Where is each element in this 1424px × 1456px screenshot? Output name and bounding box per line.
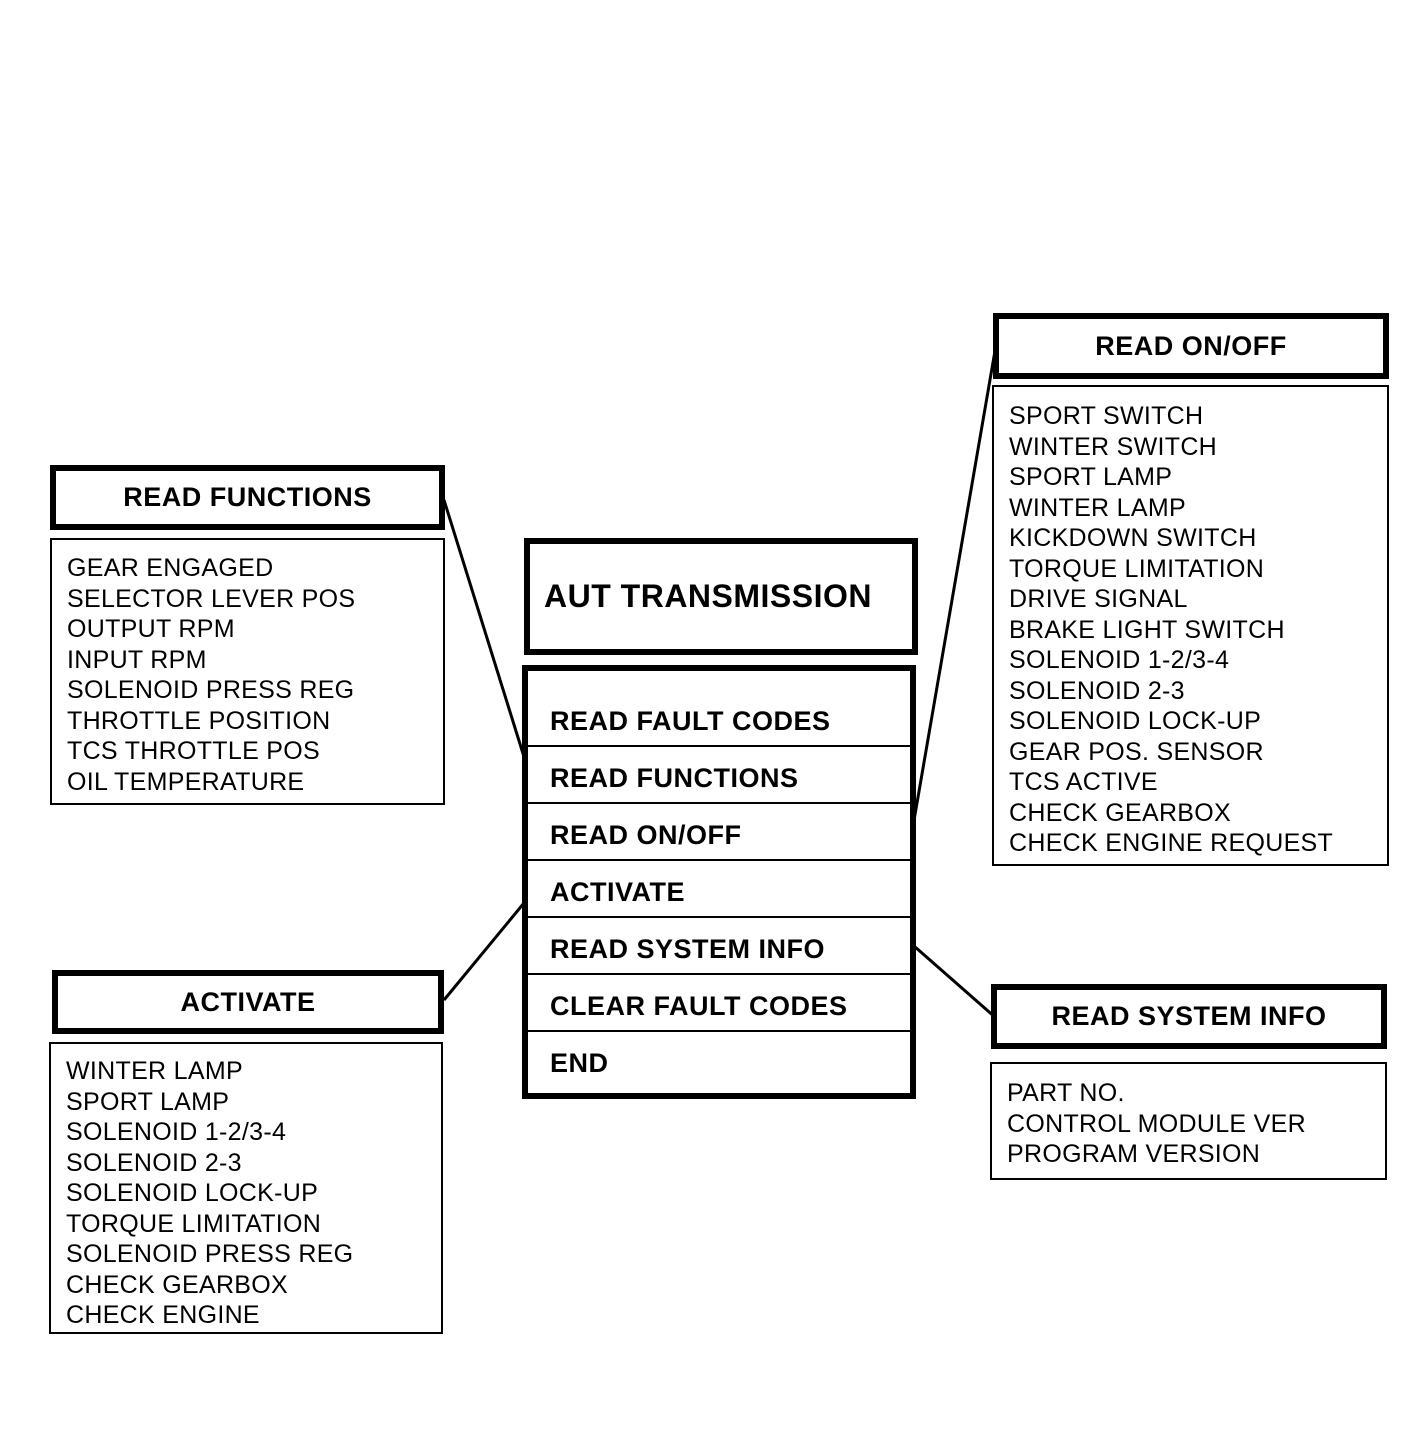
connector-read-system-info: [913, 944, 997, 1020]
menu-item-read-system-info[interactable]: READ SYSTEM INFO: [528, 918, 910, 975]
list-item: DRIVE SIGNAL: [1009, 585, 1188, 613]
read-functions-list: GEAR ENGAGED SELECTOR LEVER POS OUTPUT R…: [50, 538, 445, 805]
list-item: TCS ACTIVE: [1009, 768, 1158, 796]
list-item: CHECK ENGINE: [66, 1301, 260, 1329]
connector-read-functions: [442, 499, 527, 761]
menu-item-end[interactable]: END: [550, 1048, 609, 1078]
list-item: PART NO.: [1007, 1079, 1125, 1107]
list-item: TORQUE LIMITATION: [1009, 554, 1265, 583]
read-system-info-list: PART NO. CONTROL MODULE VER PROGRAM VERS…: [990, 1062, 1387, 1180]
menu-item-clear-fault-codes[interactable]: CLEAR FAULT CODES: [528, 975, 910, 1032]
list-item: TORQUE LIMITATION: [66, 1209, 322, 1238]
list-item: OUTPUT RPM: [67, 615, 235, 643]
activate-title: ACTIVATE: [180, 986, 316, 1017]
read-functions-title: READ FUNCTIONS: [123, 482, 372, 512]
read-on-off-list: SPORT SWITCH WINTER SWITCH SPORT LAMP WI…: [992, 385, 1389, 866]
menu-item-read-functions[interactable]: READ FUNCTIONS: [528, 747, 910, 804]
list-item: INPUT RPM: [67, 645, 207, 674]
read-functions-title-box: READ FUNCTIONS: [50, 465, 445, 530]
read-system-info-title: READ SYSTEM INFO: [1051, 1001, 1327, 1031]
menu-item-read-fault-codes[interactable]: READ FAULT CODES: [528, 671, 910, 747]
list-item: SOLENOID 1-2/3-4: [1009, 646, 1230, 674]
read-system-info-title-box: READ SYSTEM INFO: [991, 984, 1387, 1049]
list-item: SOLENOID 1-2/3-4: [66, 1118, 287, 1146]
list-item: KICKDOWN SWITCH: [1009, 524, 1257, 552]
list-item: CONTROL MODULE VER: [1007, 1109, 1306, 1138]
list-item: SPORT LAMP: [66, 1087, 230, 1116]
list-item: SOLENOID PRESS REG: [67, 676, 355, 704]
activate-list: WINTER LAMP SPORT LAMP SOLENOID 1-2/3-4 …: [49, 1042, 443, 1334]
list-item: SPORT SWITCH: [1009, 402, 1204, 430]
list-item: GEAR ENGAGED: [67, 554, 274, 582]
list-item: SOLENOID LOCK-UP: [1009, 707, 1262, 735]
list-item: CHECK GEARBOX: [1009, 798, 1232, 827]
list-item: SOLENOID 2-3: [1009, 676, 1185, 705]
list-item: BRAKE LIGHT SWITCH: [1009, 615, 1285, 644]
list-item: OIL TEMPERATURE: [67, 767, 305, 796]
list-item: SELECTOR LEVER POS: [67, 584, 356, 613]
connector-activate: [442, 902, 526, 1001]
connector-read-on-off: [910, 344, 998, 833]
list-item: SOLENOID PRESS REG: [66, 1240, 354, 1268]
list-item: SOLENOID 2-3: [66, 1148, 242, 1177]
list-item: SPORT LAMP: [1009, 463, 1173, 491]
list-item: CHECK GEARBOX: [66, 1270, 289, 1299]
list-item: WINTER LAMP: [66, 1057, 243, 1085]
list-item: WINTER SWITCH: [1009, 432, 1218, 461]
list-item: GEAR POS. SENSOR: [1009, 737, 1264, 766]
list-item: TCS THROTTLE POS: [67, 737, 320, 765]
read-on-off-title-box: READ ON/OFF: [993, 313, 1389, 379]
menu-item-read-on-off[interactable]: READ ON/OFF: [528, 804, 910, 861]
list-item: THROTTLE POSITION: [67, 706, 331, 735]
list-item: CHECK ENGINE REQUEST: [1009, 829, 1334, 857]
activate-title-box: ACTIVATE: [52, 970, 444, 1034]
read-on-off-title: READ ON/OFF: [1095, 330, 1287, 361]
list-item: PROGRAM VERSION: [1007, 1140, 1261, 1168]
main-title: AUT TRANSMISSION: [524, 538, 918, 655]
main-title-text: AUT TRANSMISSION: [544, 578, 872, 614]
list-item: SOLENOID LOCK-UP: [66, 1179, 319, 1207]
list-item: WINTER LAMP: [1009, 493, 1186, 522]
menu-item-activate[interactable]: ACTIVATE: [528, 861, 910, 918]
main-menu: READ FAULT CODES READ FUNCTIONS READ ON/…: [522, 665, 916, 1099]
